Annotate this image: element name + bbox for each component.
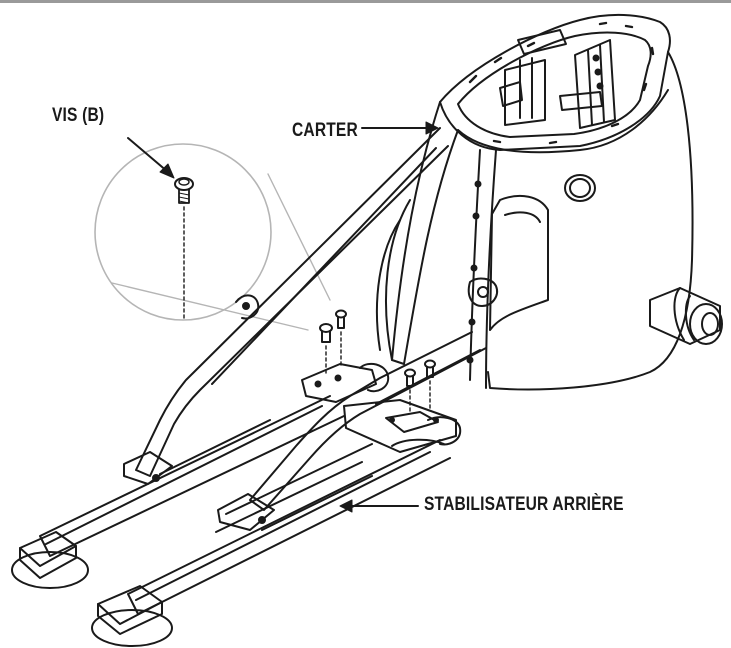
callout-arrows [127, 121, 439, 513]
left-pedal-arm [123, 127, 449, 485]
rear-foot-caps [11, 531, 173, 647]
screw-b-label: VIS (B) [52, 105, 105, 126]
screw-b-icon [174, 177, 194, 204]
front-roller [649, 287, 723, 345]
housing-label: CARTER [292, 120, 358, 141]
screw-detail-magnifier [94, 143, 331, 331]
foot-rails [39, 395, 451, 615]
stabilizer-screws [319, 309, 436, 413]
top-rule [0, 0, 731, 3]
housing-carter [375, 13, 694, 391]
rear-stabilizer-label: STABILISATEUR ARRIÈRE [424, 494, 624, 515]
rear-stabilizer [301, 362, 462, 453]
